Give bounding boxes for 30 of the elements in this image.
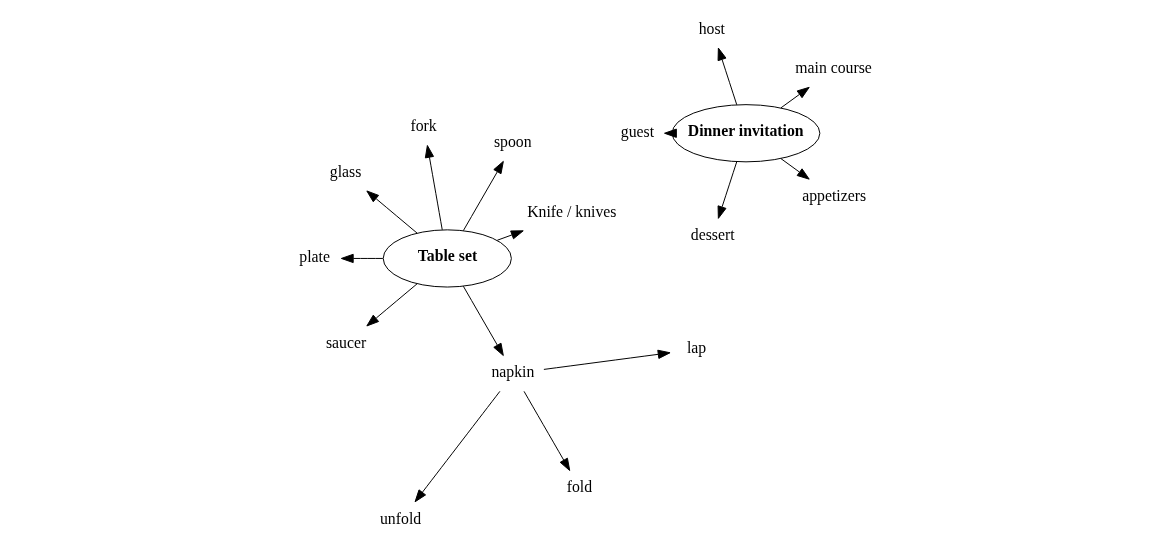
- arrow: [523, 390, 570, 471]
- node-text: napkin: [490, 363, 534, 381]
- node-text: glass: [329, 162, 361, 180]
- arrow: [365, 190, 418, 234]
- node-text: fold: [566, 478, 592, 496]
- arrow: [365, 283, 418, 327]
- arrow: [717, 47, 737, 106]
- arrow: [663, 128, 677, 138]
- arrow: [462, 285, 504, 356]
- node-text: dessert: [690, 226, 735, 244]
- arrow: [340, 253, 383, 264]
- arrow: [717, 161, 737, 219]
- arrow: [542, 349, 671, 370]
- node-text: unfold: [379, 509, 421, 527]
- arrow: [462, 160, 504, 232]
- node-text: main course: [794, 59, 872, 77]
- node-text: host: [698, 19, 725, 37]
- node-text: fork: [409, 117, 437, 135]
- arrow: [779, 158, 810, 180]
- node-text: Knife / knives: [526, 202, 616, 220]
- node-text: saucer: [325, 333, 366, 351]
- arrow: [424, 145, 443, 231]
- arrow: [779, 86, 810, 109]
- node-text: appetizers: [801, 186, 866, 204]
- node-text: lap: [686, 338, 706, 356]
- node-text: spoon: [493, 133, 532, 151]
- node-text: plate: [298, 248, 330, 266]
- arrow: [496, 230, 524, 241]
- node-text: guest: [620, 122, 654, 140]
- arrow: [414, 390, 500, 503]
